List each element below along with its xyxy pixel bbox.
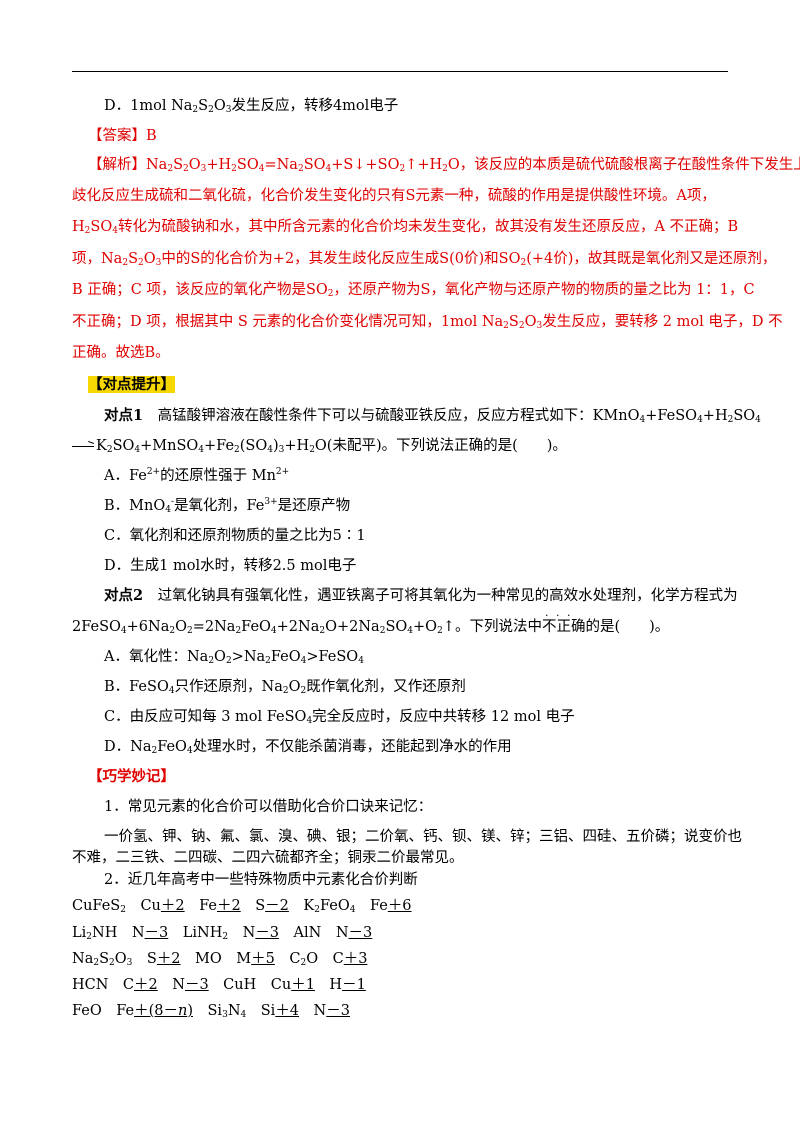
- emphasis-dots: 不正确: [542, 619, 586, 635]
- memo-p2b: 不难，二三铁、二四碳、二四六硫都齐全；铜汞二价最常见。: [72, 850, 464, 866]
- q1-option-d: D．生成1 mol水时，转移2.5 mol电子: [104, 558, 357, 574]
- option-d-prev: D．1mol Na2S2O3发生反应，转移4mol电子: [104, 98, 399, 115]
- q1-stem-line-2: K2SO4+MnSO4+Fe2(SO4)3+H2O(未配平)。下列说法正确的是(…: [72, 436, 732, 456]
- analysis-line-6: 不正确；D 项，根据其中 S 元素的化合价变化情况可知，1mol Na2S2O3…: [72, 314, 783, 331]
- valence-row-3: Na2S2O3 S＋2 MO M＋5 C2O C＋3: [72, 951, 368, 968]
- q2-option-d: D．Na2FeO4处理水时，不仅能杀菌消毒，还能起到净水的作用: [104, 739, 512, 756]
- q1-option-c: C．氧化剂和还原剂物质的量之比为5∶1: [104, 528, 366, 544]
- q1-stem-line-1: 对点1 高锰酸钾溶液在酸性条件下可以与硫酸亚铁反应，反应方程式如下：KMnO4+…: [104, 407, 761, 425]
- header-rule: [72, 71, 728, 72]
- analysis-line-4: 项，Na2S2O3中的S的化合价为+2，其发生歧化反应生成S(0价)和SO2(+…: [72, 251, 777, 268]
- valence-row-1: CuFeS2 Cu＋2 Fe＋2 S－2 K2FeO4 Fe＋6: [72, 898, 412, 915]
- section-title: 【对点提升】: [88, 376, 175, 393]
- analysis-line-7: 正确。故选B。: [72, 345, 170, 361]
- analysis-line-5: B 正确；C 项，该反应的氧化产物是SO2，还原产物为S，氧化产物与还原产物的物…: [72, 282, 755, 299]
- valence-row-2: Li2NH N－3 LiNH2 N－3 AlN N－3: [72, 925, 373, 942]
- q2-stem-line-1: 对点2 过氧化钠具有强氧化性，遇亚铁离子可将其氧化为一种常见的高效水处理剂，化学…: [104, 587, 738, 604]
- memo-p2a: 一价氢、钾、钠、氟、氯、溴、碘、银；二价氧、钙、钡、镁、锌；三铝、四硅、五价磷；…: [104, 829, 742, 845]
- q2-option-a: A．氧化性：Na2O2>Na2FeO4>FeSO4: [104, 649, 364, 666]
- valence-row-4: HCN C＋2 N－3 CuH Cu＋1 H－1: [72, 977, 366, 993]
- analysis-line-3: H2SO4转化为硫酸钠和水，其中所含元素的化合价均未发生变化，故其没有发生还原反…: [72, 219, 739, 236]
- memo-p3: 2．近几年高考中一些特殊物质中元素化合价判断: [104, 872, 418, 888]
- answer: 【答案】B: [88, 128, 157, 144]
- analysis-line-1: 【解析】Na2S2O3+H2SO4=Na2SO4+S↓+SO2↑+H2O，该反应…: [88, 157, 800, 174]
- q2-option-b: B．FeSO4只作还原剂，Na2O2既作氧化剂，又作还原剂: [104, 679, 466, 696]
- memo-title: 【巧学妙记】: [88, 768, 175, 785]
- q1-option-a: A．Fe2+的还原性强于 Mn2+: [104, 467, 290, 485]
- q2-option-c: C．由反应可知每 3 mol FeSO4完全反应时，反应中共转移 12 mol …: [104, 709, 575, 726]
- analysis-line-2: 歧化反应生成硫和二氧化硫，化合价发生变化的只有S元素一种，硫酸的作用是提供酸性环…: [72, 188, 716, 204]
- valence-row-5: FeO Fe＋(8－n) Si3N4 Si＋4 N－3: [72, 1003, 350, 1020]
- reaction-arrow-icon: [72, 445, 94, 447]
- q2-stem-line-2: 2FeSO4+6Na2O2=2Na2FeO4+2Na2O+2Na2SO4+O2↑…: [72, 617, 732, 637]
- memo-p1: 1．常见元素的化合价可以借助化合价口诀来记忆：: [104, 799, 433, 815]
- q1-option-b: B．MnO4-是氧化剂，Fe3+是还原产物: [104, 497, 351, 515]
